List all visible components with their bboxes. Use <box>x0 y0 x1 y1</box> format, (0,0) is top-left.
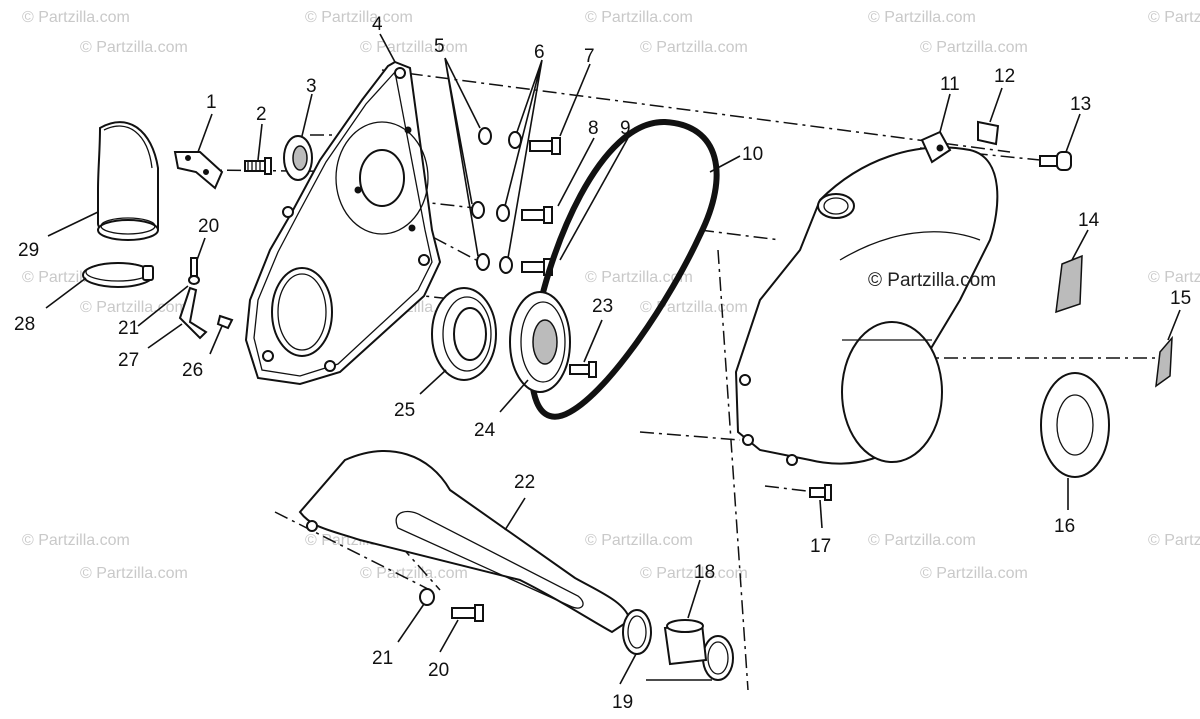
watermark: © Partzilla.com <box>80 299 188 316</box>
watermark: © Partzilla.com <box>585 532 693 549</box>
watermark: © Partzilla.com <box>22 9 130 26</box>
callout-labels: 1 2 3 4 5 6 7 8 9 10 11 12 13 14 15 16 1… <box>14 14 1191 713</box>
callout-label: 22 <box>514 472 535 493</box>
watermark: © Partzilla.com <box>640 565 748 582</box>
callout-label: 7 <box>584 46 595 67</box>
callout-label: 4 <box>372 14 383 35</box>
decal <box>1055 254 1083 314</box>
watermark: © Partzilla.com <box>1148 532 1200 549</box>
nut <box>419 588 435 606</box>
clip <box>216 314 234 330</box>
decal <box>1155 335 1173 388</box>
callout-label: 23 <box>592 296 613 317</box>
callout-label: 28 <box>14 314 35 335</box>
callout-label: 10 <box>742 144 763 165</box>
callout-label: 12 <box>994 66 1015 87</box>
watermark: © Partzilla.com <box>868 9 976 26</box>
bearing <box>509 291 571 393</box>
small-bracket <box>178 286 208 340</box>
callout-label: 17 <box>810 536 831 557</box>
center-line <box>919 147 1061 163</box>
leader-lines <box>45 33 1181 685</box>
callout-label: 16 <box>1054 516 1075 537</box>
callout-label: 27 <box>118 350 139 371</box>
center-line <box>199 169 391 173</box>
center-line <box>639 431 741 441</box>
watermark: © Partzilla.com <box>305 9 413 26</box>
callout-label: 1 <box>206 92 217 113</box>
watermark: © Partzilla.com <box>22 532 130 549</box>
center-line <box>699 229 781 241</box>
drive-belt <box>528 118 720 420</box>
coupler <box>663 619 708 666</box>
callout-label: 11 <box>940 74 960 95</box>
watermark: © Partzilla.com <box>868 270 996 291</box>
screw <box>244 157 272 175</box>
screw <box>809 484 832 501</box>
intake-boot <box>97 121 159 241</box>
callout-label: 2 <box>256 104 267 125</box>
screw <box>190 257 198 277</box>
center-line <box>381 69 1011 153</box>
callout-label: 29 <box>18 240 39 261</box>
callout-label: 3 <box>306 76 317 97</box>
watermark: © Partzilla.com <box>868 532 976 549</box>
callout-label: 8 <box>588 118 599 139</box>
watermark: © Partzilla.com <box>1148 9 1200 26</box>
watermark: © Partzilla.com <box>640 39 748 56</box>
washer-set <box>471 127 522 274</box>
watermark: © Partzilla.com <box>585 269 693 286</box>
screw <box>1039 151 1072 171</box>
callout-label: 21 <box>372 648 393 669</box>
callout-label: 24 <box>474 420 496 441</box>
hose-clamp <box>82 262 154 288</box>
watermark: © Partzilla.com <box>360 39 468 56</box>
nut <box>188 275 200 285</box>
callout-label: 5 <box>434 36 445 57</box>
watermark: © Partzilla.com <box>80 39 188 56</box>
callout-label: 14 <box>1078 210 1100 231</box>
hose-clamp <box>622 609 652 655</box>
callout-label: 25 <box>394 400 415 421</box>
watermark: © Partzilla.com <box>80 565 188 582</box>
outer-clutch-cover <box>734 130 999 466</box>
callout-label: 15 <box>1170 288 1191 309</box>
watermark: © Partzilla.com <box>585 9 693 26</box>
watermark: © Partzilla.com <box>1148 269 1200 286</box>
callout-label: 19 <box>612 692 633 713</box>
watermark: © Partzilla.com <box>920 565 1028 582</box>
seal <box>431 287 497 381</box>
hose-clamp <box>702 635 734 681</box>
center-lines <box>199 69 1160 691</box>
callout-label: 20 <box>428 660 449 681</box>
callout-label: 21 <box>118 318 139 339</box>
watermark: © Partzilla.com <box>640 299 748 316</box>
spacer <box>283 135 313 181</box>
bracket <box>173 151 224 190</box>
callout-label: 18 <box>694 562 715 583</box>
callout-label: 6 <box>534 42 545 63</box>
callout-label: 9 <box>620 118 631 139</box>
cover-disc <box>1040 372 1110 478</box>
callout-label: 13 <box>1070 94 1091 115</box>
bolt <box>451 604 484 622</box>
callout-label: 20 <box>198 216 219 237</box>
center-line <box>274 511 431 591</box>
screw <box>569 361 597 378</box>
inner-cover-plate <box>244 60 442 386</box>
watermark: © Partzilla.com <box>920 39 1028 56</box>
center-line <box>717 249 749 691</box>
watermark: © Partzilla.com <box>360 565 468 582</box>
callout-label: 26 <box>182 360 203 381</box>
clip <box>977 120 1000 146</box>
center-line <box>764 485 816 493</box>
